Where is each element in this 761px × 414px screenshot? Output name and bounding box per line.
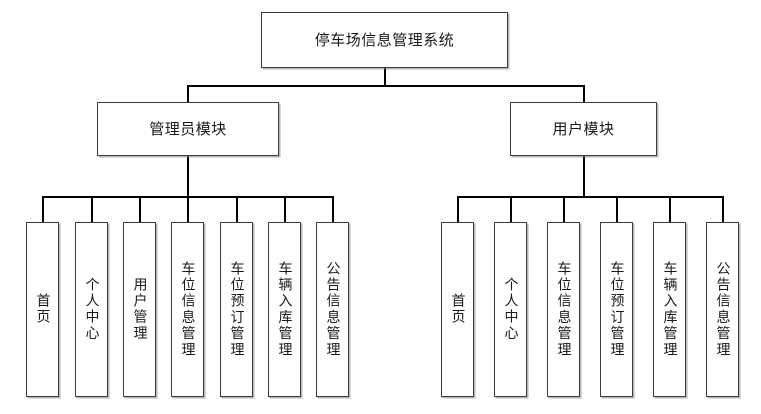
connector-drop-admin-user-mgmt <box>139 196 141 223</box>
node-admin-module-label: 管理员模块 <box>149 119 227 138</box>
connector-root-stem <box>384 68 386 86</box>
connector-drop-admin-personal-center <box>91 196 93 223</box>
connector-drop-user-notice-info <box>722 196 724 223</box>
connector-drop-user-space-info <box>563 196 565 223</box>
connector-drop-user-space-booking <box>616 196 618 223</box>
node-root-system[interactable]: 停车场信息管理系统 <box>261 12 508 68</box>
connector-drop-user-module <box>583 85 585 103</box>
node-admin-home[interactable]: 首页 <box>26 222 59 397</box>
node-admin-space-info[interactable]: 车位信息管理 <box>171 222 204 397</box>
connector-drop-admin-home <box>42 196 44 223</box>
node-admin-notice-info[interactable]: 公告信息管理 <box>316 222 349 397</box>
node-user-space-info[interactable]: 车位信息管理 <box>547 222 580 397</box>
connector-drop-user-personal-center <box>510 196 512 223</box>
node-admin-space-booking[interactable]: 车位预订管理 <box>220 222 253 397</box>
node-user-vehicle-entry-label: 车辆入库管理 <box>661 260 678 359</box>
node-admin-notice-info-label: 公告信息管理 <box>324 260 341 359</box>
node-user-personal-center-label: 个人中心 <box>502 277 519 342</box>
node-admin-space-booking-label: 车位预订管理 <box>228 260 245 359</box>
node-user-home[interactable]: 首页 <box>441 222 474 397</box>
node-user-module-label: 用户模块 <box>552 119 615 138</box>
connector-drop-admin-space-info <box>187 196 189 223</box>
node-root-label: 停车场信息管理系统 <box>314 30 455 49</box>
node-admin-vehicle-entry-label: 车辆入库管理 <box>276 260 293 359</box>
node-admin-home-label: 首页 <box>34 293 51 326</box>
node-user-personal-center[interactable]: 个人中心 <box>494 222 527 397</box>
connector-drop-admin-vehicle-entry <box>284 196 286 223</box>
node-admin-user-mgmt[interactable]: 用户管理 <box>123 222 156 397</box>
node-admin-module[interactable]: 管理员模块 <box>97 102 279 156</box>
node-admin-personal-center-label: 个人中心 <box>83 277 100 342</box>
node-admin-vehicle-entry[interactable]: 车辆入库管理 <box>268 222 301 397</box>
connector-drop-user-home <box>457 196 459 223</box>
node-admin-space-info-label: 车位信息管理 <box>179 260 196 359</box>
connector-user-leaf-bus <box>457 196 722 198</box>
connector-drop-user-vehicle-entry <box>669 196 671 223</box>
connector-drop-admin-notice-info <box>332 196 334 223</box>
node-user-vehicle-entry[interactable]: 车辆入库管理 <box>653 222 686 397</box>
connector-drop-admin-space-booking <box>236 196 238 223</box>
node-user-space-info-label: 车位信息管理 <box>555 260 572 359</box>
connector-level2-bus <box>187 85 584 87</box>
node-user-module[interactable]: 用户模块 <box>510 102 657 156</box>
node-user-space-booking-label: 车位预订管理 <box>608 260 625 359</box>
connector-drop-admin-module <box>187 85 189 103</box>
node-user-space-booking[interactable]: 车位预订管理 <box>600 222 633 397</box>
node-user-home-label: 首页 <box>449 293 466 326</box>
node-admin-personal-center[interactable]: 个人中心 <box>75 222 108 397</box>
node-user-notice-info[interactable]: 公告信息管理 <box>706 222 739 397</box>
connector-user-module-stem <box>583 156 585 197</box>
node-admin-user-mgmt-label: 用户管理 <box>131 277 148 342</box>
node-user-notice-info-label: 公告信息管理 <box>714 260 731 359</box>
connector-admin-module-stem <box>187 156 189 197</box>
